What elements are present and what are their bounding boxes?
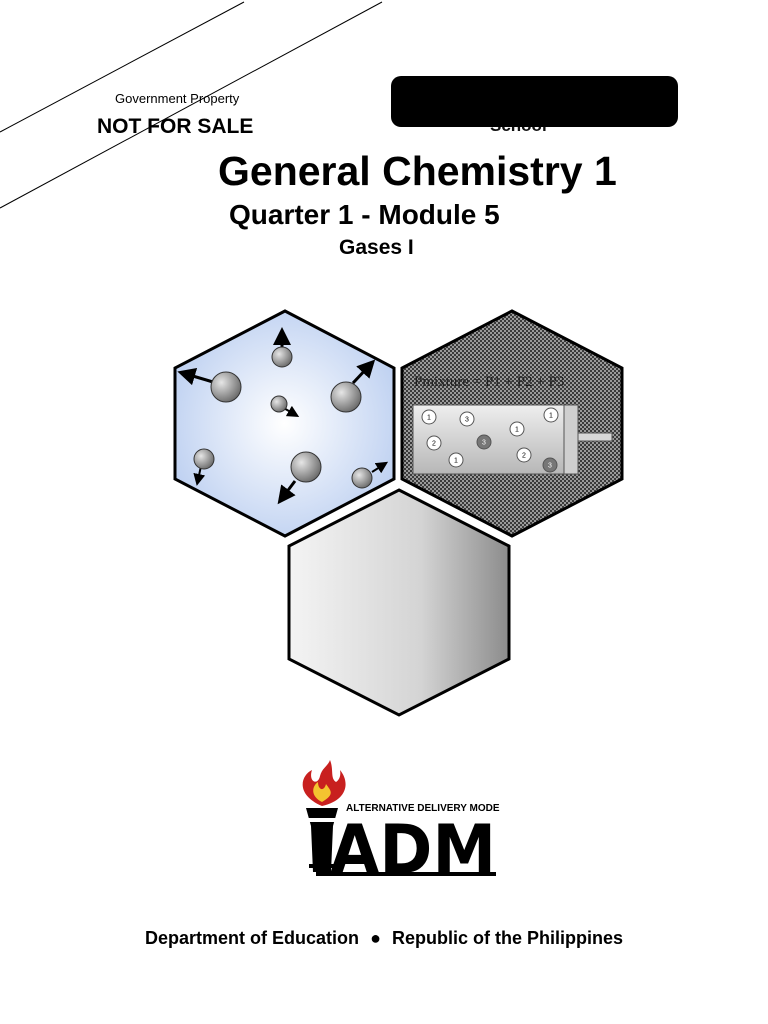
gas-molecule [290, 451, 322, 483]
corner-diagonal-lines [0, 1, 383, 209]
mixture-particle [516, 447, 532, 463]
piston-rod [577, 432, 613, 442]
topic-label: Gases I [339, 236, 414, 259]
gas-molecule [330, 381, 362, 413]
mixture-particle [542, 457, 558, 473]
gas-molecule [210, 371, 242, 403]
gas-molecule [270, 395, 288, 413]
piston [563, 404, 579, 475]
mixture-particle [543, 407, 559, 423]
mixture-particle [476, 434, 492, 450]
footer-separator: ● [370, 928, 381, 948]
footer-republic: Republic of the Philippines [391, 928, 623, 948]
mixture-particle [421, 409, 437, 425]
gas-molecule [193, 448, 215, 470]
blank-hexagon [287, 488, 511, 717]
footer-department: Department of Education [145, 928, 360, 948]
adm-wordmark: ADM [330, 811, 496, 890]
mixture-particle-label: 1 [549, 413, 553, 420]
mixture-particle-label: 1 [427, 415, 431, 422]
footer-attribution: Department of Education ● Republic of th… [0, 928, 768, 949]
module-subtitle: Quarter 1 - Module 5 [229, 199, 500, 230]
mixture-particle-label: 3 [465, 417, 469, 424]
not-for-sale-label: NOT FOR SALE [97, 115, 254, 138]
gas-molecule [271, 346, 293, 368]
mixture-particle-label: 3 [482, 440, 486, 447]
mixture-particle-label: 2 [432, 441, 436, 448]
mixture-particle-label: 3 [548, 463, 552, 470]
mixture-particles: 1 3 1 1 2 3 1 2 3 [421, 407, 559, 473]
mixture-particle [459, 411, 475, 427]
gas-mixture-hexagon: Pmixture = P1 + P2 + P3 1 3 1 1 2 3 1 2 3 [400, 309, 624, 538]
mixture-particle-label: 1 [454, 458, 458, 465]
adm-logo: ALTERNATIVE DELIVERY MODE ADM [302, 760, 500, 890]
mixture-particle [426, 435, 442, 451]
redaction-bar [391, 76, 678, 127]
mixture-particle-label: 2 [522, 453, 526, 460]
mixture-particle [448, 452, 464, 468]
pressure-equation: Pmixture = P1 + P2 + P3 [414, 374, 564, 390]
page-title: General Chemistry 1 [218, 148, 617, 194]
torch-icon [302, 760, 346, 872]
adm-tagline: ALTERNATIVE DELIVERY MODE [346, 803, 500, 814]
mixture-particle-label: 1 [515, 427, 519, 434]
mixture-particle [509, 421, 525, 437]
gas-molecules-hexagon [173, 309, 396, 538]
gas-molecule [351, 467, 373, 489]
government-property-label: Government Property [115, 91, 240, 106]
